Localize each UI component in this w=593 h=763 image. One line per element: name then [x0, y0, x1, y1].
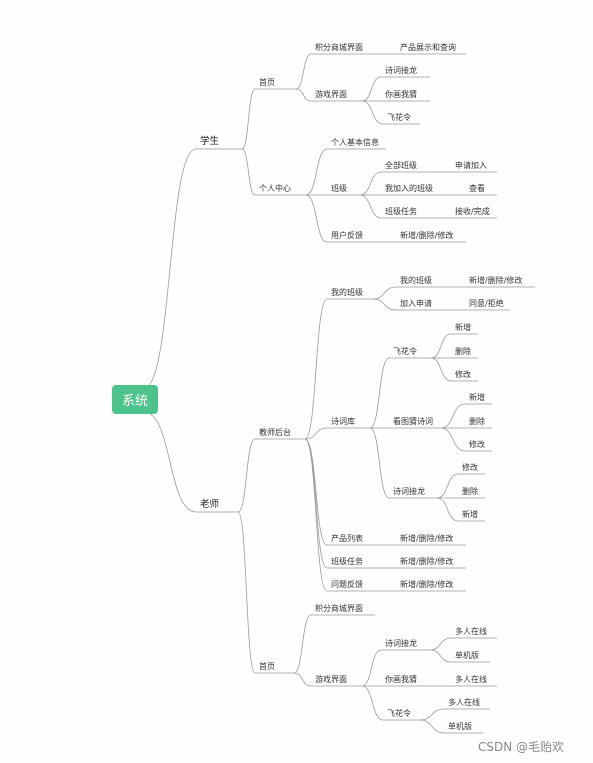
- connector-t_feedback: [304, 438, 328, 592]
- node-t-game-guess-1[interactable]: 多人在线: [455, 675, 487, 684]
- node-t-jl-3[interactable]: 新增: [462, 510, 478, 519]
- node-s-class-mine[interactable]: 我加入的班级: [385, 184, 433, 193]
- connector-student: [143, 148, 197, 389]
- connector-s_home: [241, 88, 256, 150]
- connector-t_guess_3: [440, 427, 466, 452]
- node-t-guess[interactable]: 看图猜诗词: [393, 417, 433, 426]
- node-teacher[interactable]: 老师: [200, 499, 220, 510]
- node-s-class-mine-act[interactable]: 查看: [469, 184, 485, 193]
- connector-t_jl_3: [436, 497, 459, 522]
- connector-t_mall: [293, 614, 312, 674]
- node-s-home[interactable]: 首页: [259, 78, 275, 87]
- connector-t_home: [237, 511, 256, 674]
- connector-s_game_3: [361, 100, 384, 125]
- connector-t_game_jl_2: [429, 649, 452, 663]
- connector-t_game_fhl_1: [419, 708, 445, 721]
- node-s-class[interactable]: 班级: [331, 184, 347, 193]
- connector-s_feedback: [305, 194, 328, 243]
- node-t-fhl-2[interactable]: 删除: [455, 347, 471, 356]
- root-node[interactable]: 系统: [112, 385, 158, 414]
- node-t-myclass-1[interactable]: 我的班级: [400, 276, 432, 285]
- node-t-game-jl[interactable]: 诗词接龙: [385, 639, 417, 648]
- node-t-game-guess[interactable]: 你画我猜: [385, 675, 417, 684]
- connector-t_fhl: [369, 357, 390, 429]
- connector-s_game_1: [361, 76, 382, 102]
- node-t-jl-2[interactable]: 删除: [462, 487, 478, 496]
- node-t-tasks-act[interactable]: 新增/删除/修改: [400, 557, 454, 566]
- connector-t_poetry: [304, 427, 328, 440]
- node-s-mall[interactable]: 积分商城界面: [315, 43, 363, 52]
- node-t-mall[interactable]: 积分商城界面: [315, 604, 363, 613]
- node-t-products[interactable]: 产品列表: [331, 534, 363, 543]
- node-t-myclass[interactable]: 我的班级: [331, 288, 363, 297]
- connector-t_admin: [237, 438, 256, 513]
- node-s-center[interactable]: 个人中心: [259, 184, 291, 193]
- node-t-feedback[interactable]: 问题反馈: [331, 580, 363, 589]
- node-t-game-jl-1[interactable]: 多人在线: [455, 627, 487, 636]
- node-s-game-2[interactable]: 你画我猜: [385, 90, 417, 99]
- connector-t_myclass_2: [372, 298, 397, 311]
- node-t-fhl-1[interactable]: 新增: [455, 323, 471, 332]
- node-t-home[interactable]: 首页: [259, 662, 275, 671]
- node-t-game-fhl[interactable]: 飞花令: [387, 709, 411, 718]
- connector-t_fhl_3: [430, 357, 452, 382]
- node-t-guess-2[interactable]: 删除: [469, 417, 485, 426]
- connector-t_game_fhl: [361, 685, 384, 721]
- node-t-fhl[interactable]: 飞花令: [393, 347, 417, 356]
- connector-teacher: [143, 411, 197, 513]
- connector-s_center: [241, 148, 256, 196]
- node-s-class-all-act[interactable]: 申请加入: [455, 161, 487, 170]
- node-t-poetry[interactable]: 诗词库: [331, 417, 355, 426]
- connector-t_guess_1: [440, 403, 466, 429]
- connector-t_jl: [369, 427, 390, 499]
- connector-t_jl_1: [436, 473, 459, 499]
- node-t-myclass-2[interactable]: 加入申请: [400, 299, 432, 308]
- node-t-myclass-2-act[interactable]: 同意/拒绝: [469, 299, 504, 308]
- node-s-game-1[interactable]: 诗词接龙: [385, 66, 417, 75]
- connector-t_game_jl: [361, 649, 382, 687]
- node-t-game-fhl-2[interactable]: 单机版: [448, 722, 472, 731]
- node-t-fhl-3[interactable]: 修改: [455, 370, 471, 379]
- node-t-game-jl-2[interactable]: 单机版: [455, 651, 479, 660]
- connector-s_info: [305, 148, 328, 196]
- node-s-info[interactable]: 个人基本信息: [331, 138, 379, 147]
- node-s-game[interactable]: 游戏界面: [315, 90, 347, 99]
- node-student[interactable]: 学生: [200, 136, 220, 147]
- watermark: CSDN @毛贻欢: [478, 740, 565, 754]
- connector-t_tasks: [304, 438, 328, 569]
- node-t-myclass-1-act[interactable]: 新增/删除/修改: [469, 276, 523, 285]
- node-t-jl[interactable]: 诗词接龙: [393, 487, 425, 496]
- connector-t_myclass: [304, 298, 328, 440]
- connector-t_game: [293, 672, 312, 687]
- node-t-tasks[interactable]: 班级任务: [331, 557, 363, 566]
- node-s-class-task-act[interactable]: 接收/完成: [455, 207, 490, 216]
- node-t-admin[interactable]: 教师后台: [259, 428, 291, 437]
- node-t-feedback-act[interactable]: 新增/删除/修改: [400, 580, 454, 589]
- connector-t_fhl_1: [430, 333, 452, 359]
- connector-s_mall: [295, 53, 312, 90]
- connector-t_game_fhl_2: [419, 719, 445, 734]
- node-s-game-3[interactable]: 飞花令: [387, 113, 411, 122]
- connector-t_myclass_1: [372, 286, 397, 300]
- node-s-class-task[interactable]: 班级任务: [385, 207, 417, 216]
- node-t-jl-1[interactable]: 修改: [462, 463, 478, 472]
- node-t-guess-1[interactable]: 新增: [469, 393, 485, 402]
- node-t-guess-3[interactable]: 修改: [469, 440, 485, 449]
- connector-s_class_task: [359, 194, 382, 219]
- connector-s_game: [295, 88, 312, 102]
- connector-s_class_all: [359, 171, 382, 196]
- node-s-feedback-act[interactable]: 新增/删除/修改: [400, 231, 454, 240]
- node-t-products-act[interactable]: 新增/删除/修改: [400, 534, 454, 543]
- node-s-mall-1[interactable]: 产品展示和查询: [400, 43, 456, 52]
- node-s-class-all[interactable]: 全部班级: [385, 161, 417, 170]
- connector-t_products: [304, 438, 328, 546]
- node-t-game-fhl-1[interactable]: 多人在线: [448, 698, 480, 707]
- node-t-game[interactable]: 游戏界面: [315, 675, 347, 684]
- connector-t_game_jl_1: [429, 637, 452, 651]
- node-s-feedback[interactable]: 用户反馈: [331, 231, 363, 240]
